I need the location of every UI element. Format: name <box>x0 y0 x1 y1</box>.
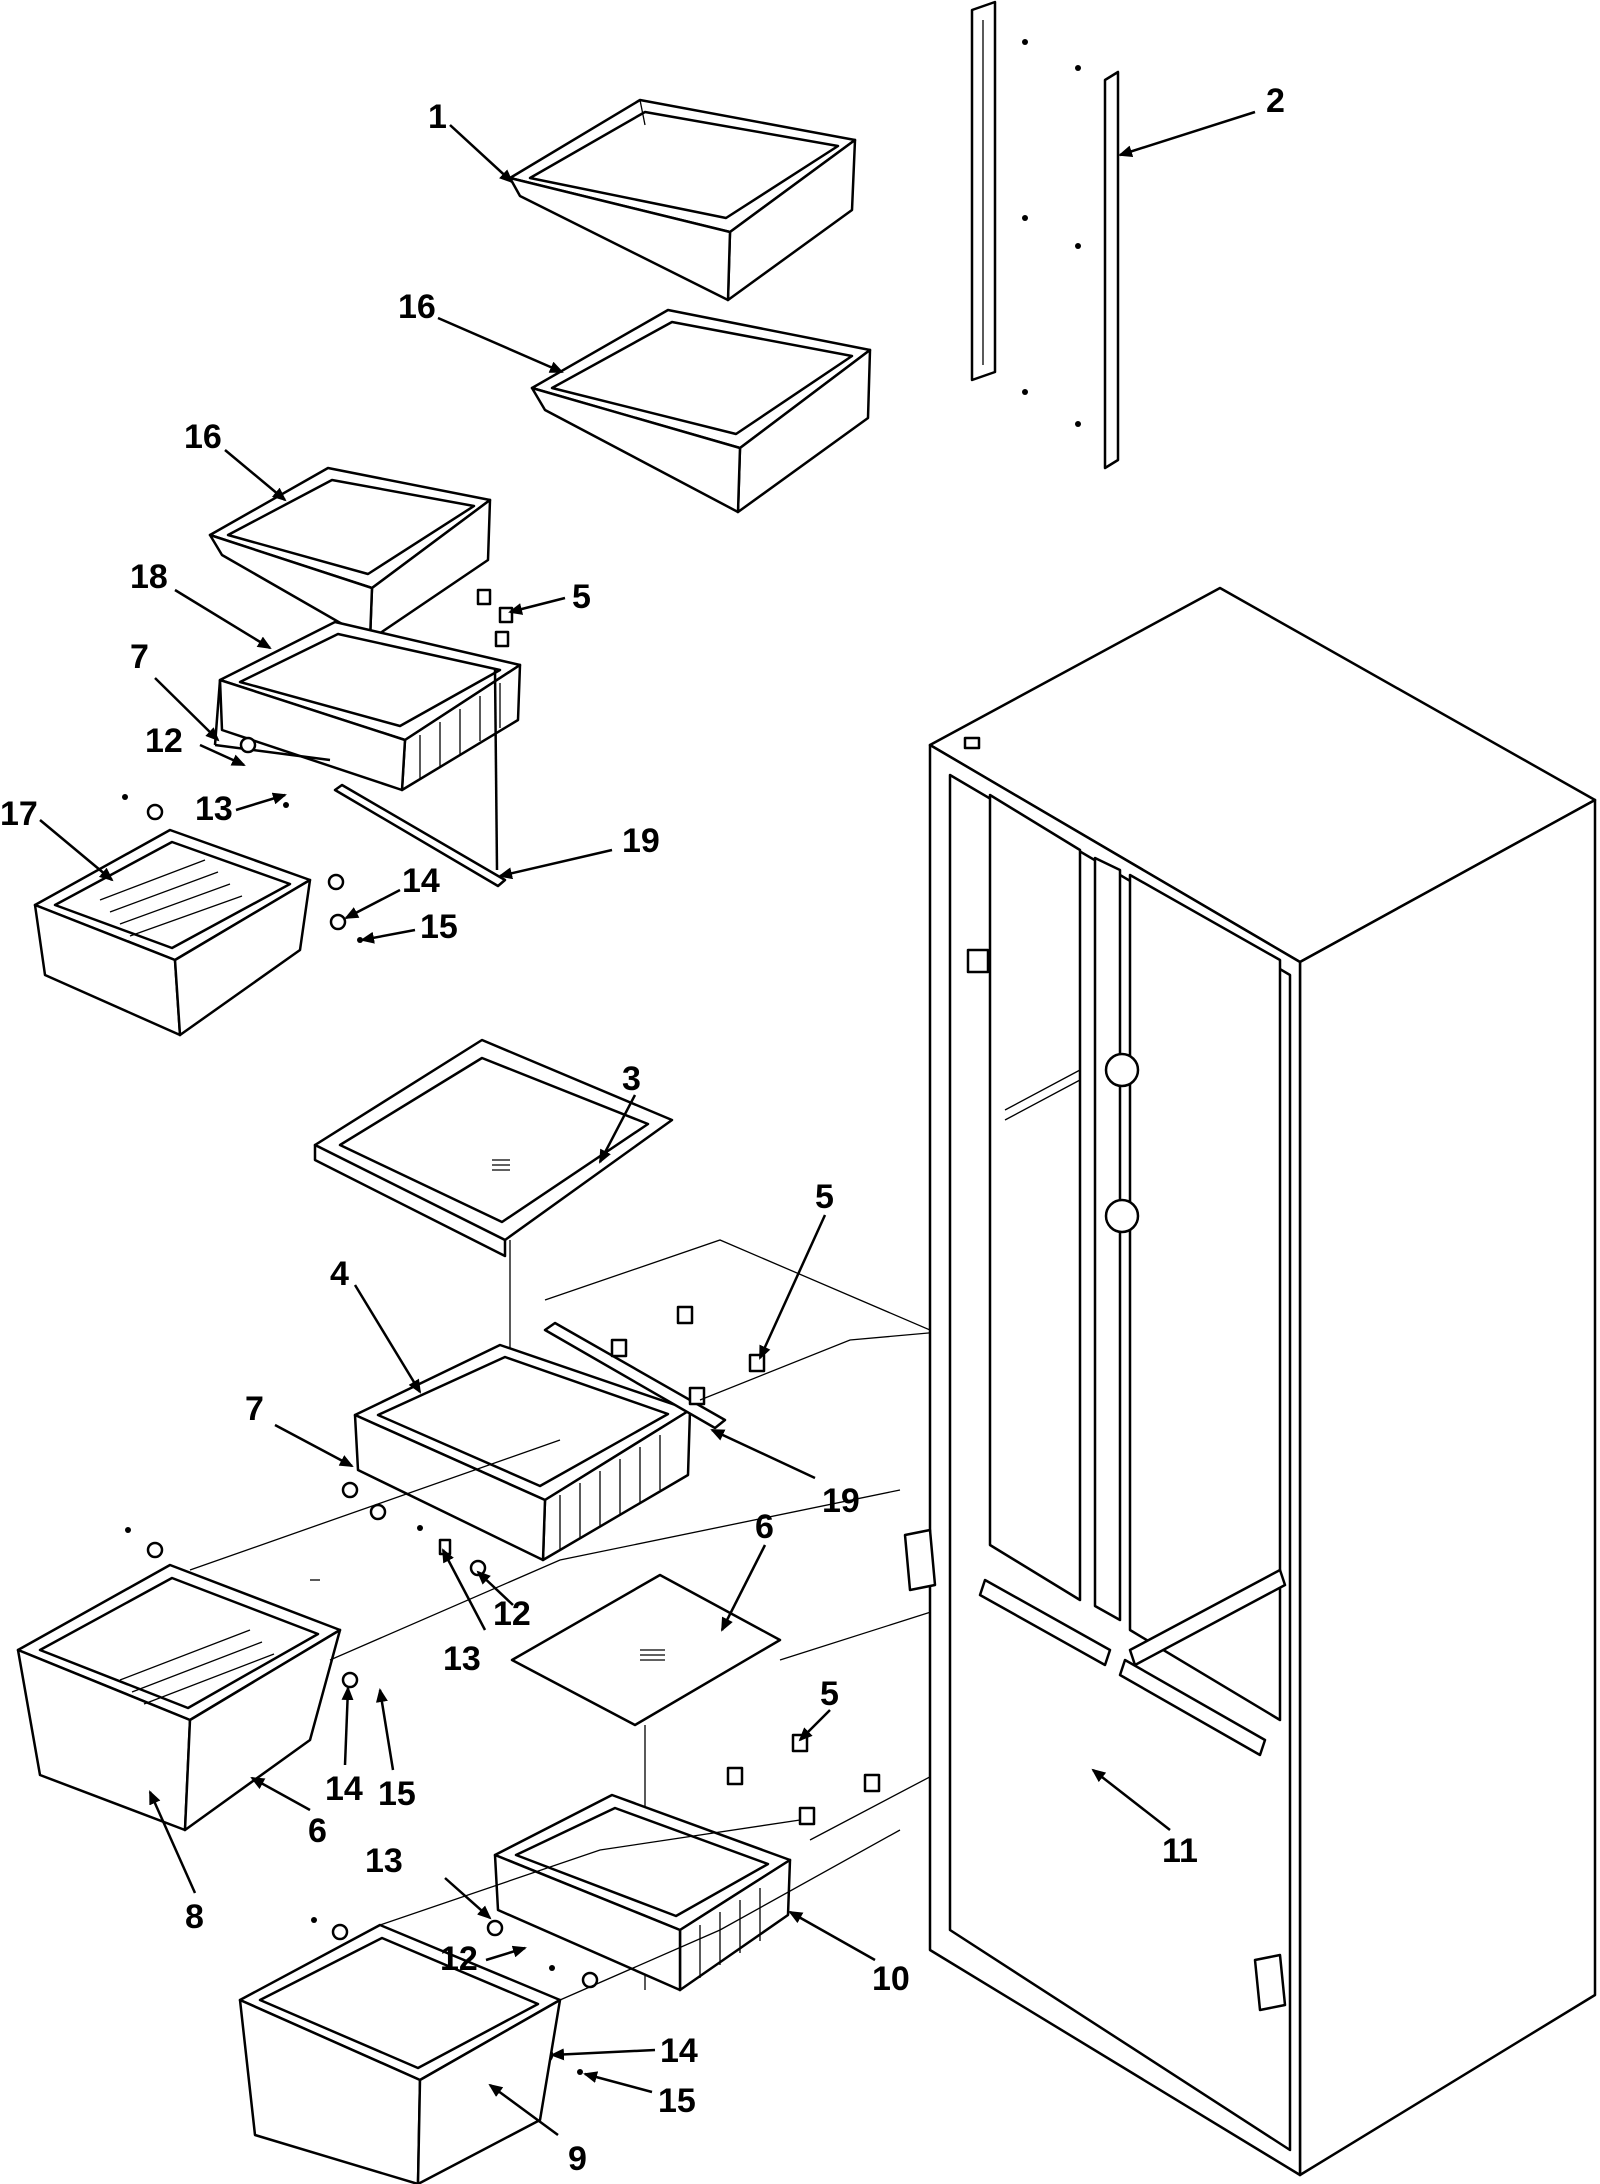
leader-3 <box>598 1094 637 1164</box>
leader-14a <box>344 888 401 920</box>
leader-15a <box>360 928 416 944</box>
leader-7b <box>274 1423 354 1468</box>
leader-16b <box>224 449 287 502</box>
callout-8: 8 <box>185 1898 204 1936</box>
shelf-part-16-upper <box>530 308 872 514</box>
callout-13b: 13 <box>443 1640 481 1678</box>
leader-10 <box>788 1910 876 1962</box>
leader-13b <box>441 1548 487 1631</box>
glass-shelf-part-3 <box>313 1038 674 1500</box>
leader-17 <box>39 819 114 882</box>
leader-lines <box>39 110 1256 2137</box>
leader-13a <box>235 792 287 812</box>
callout-12c: 12 <box>440 1940 478 1978</box>
callout-16a: 16 <box>398 288 436 326</box>
rail-part-2 <box>970 0 1120 470</box>
callout-15c: 15 <box>658 2082 696 2120</box>
callout-17: 17 <box>0 795 38 833</box>
callout-4: 4 <box>330 1255 349 1293</box>
drawer-part-8 <box>16 1563 359 1832</box>
clips-middle <box>125 1305 766 1577</box>
leader-8 <box>148 1790 197 1894</box>
leader-12a <box>199 743 246 767</box>
callout-16b: 16 <box>184 418 222 456</box>
callout-19b: 19 <box>822 1482 860 1520</box>
callout-2: 2 <box>1266 82 1285 120</box>
leader-11 <box>1091 1768 1171 1831</box>
leader-7a <box>154 677 220 742</box>
leader-13c <box>444 1877 492 1920</box>
callout-1: 1 <box>428 98 447 136</box>
leader-15c <box>583 2071 653 2094</box>
drawer-part-17 <box>33 828 312 1037</box>
rail-part-19-upper <box>333 783 507 888</box>
leader-16a <box>437 316 564 374</box>
callout-14a: 14 <box>402 862 440 900</box>
crisper-cover-part-10 <box>493 1793 792 1992</box>
callout-7a: 7 <box>130 638 149 676</box>
callout-5c: 5 <box>820 1675 839 1713</box>
leader-14c <box>550 2048 656 2061</box>
callout-11: 11 <box>1162 1832 1198 1870</box>
callout-labels: 1 2 16 16 18 5 7 12 13 17 19 14 15 3 4 5… <box>0 82 1285 2178</box>
callout-19a: 19 <box>622 822 660 860</box>
leader-12b <box>476 1570 514 1606</box>
callout-18: 18 <box>130 558 168 596</box>
callout-7b: 7 <box>245 1390 264 1428</box>
callout-13a: 13 <box>195 790 233 828</box>
shelf-part-1 <box>508 98 857 302</box>
callout-6b: 6 <box>308 1812 327 1850</box>
callout-5b: 5 <box>815 1178 834 1216</box>
leader-4 <box>353 1284 422 1394</box>
leader-5b <box>758 1214 827 1360</box>
callout-14c: 14 <box>660 2032 698 2070</box>
shelf-part-16-lower <box>208 466 492 642</box>
leader-1 <box>449 124 514 184</box>
leader-6b <box>250 1776 311 1812</box>
crisper-cover-part-18 <box>213 620 522 871</box>
callout-12b: 12 <box>493 1595 531 1633</box>
leader-14b <box>341 1686 354 1766</box>
leader-6a <box>720 1544 767 1632</box>
leader-19a <box>498 848 613 880</box>
callout-15a: 15 <box>420 908 458 946</box>
crisper-cover-part-4 <box>353 1343 692 1562</box>
leader-5c <box>798 1709 831 1742</box>
leader-9 <box>488 2083 559 2137</box>
callout-14b: 14 <box>325 1770 363 1808</box>
callout-10: 10 <box>872 1960 910 1998</box>
leader-5a <box>508 596 566 615</box>
leader-19b <box>710 1428 816 1480</box>
callout-12a: 12 <box>145 722 183 760</box>
leader-15b <box>376 1688 395 1771</box>
leader-2 <box>1118 110 1256 158</box>
drawer-part-9 <box>238 1923 562 2184</box>
callout-5a: 5 <box>572 578 591 616</box>
leader-18 <box>174 588 272 650</box>
callout-15b: 15 <box>378 1775 416 1813</box>
callout-3: 3 <box>622 1060 641 1098</box>
clips-upper <box>122 588 514 943</box>
callout-13c: 13 <box>365 1842 403 1880</box>
clips-lower <box>726 1733 881 1826</box>
callout-6a: 6 <box>755 1508 774 1546</box>
callout-9: 9 <box>568 2140 587 2178</box>
refrigerator-cabinet <box>903 586 1597 2177</box>
leader-12c <box>485 1945 527 1962</box>
rail-part-19-middle <box>543 1321 727 1430</box>
